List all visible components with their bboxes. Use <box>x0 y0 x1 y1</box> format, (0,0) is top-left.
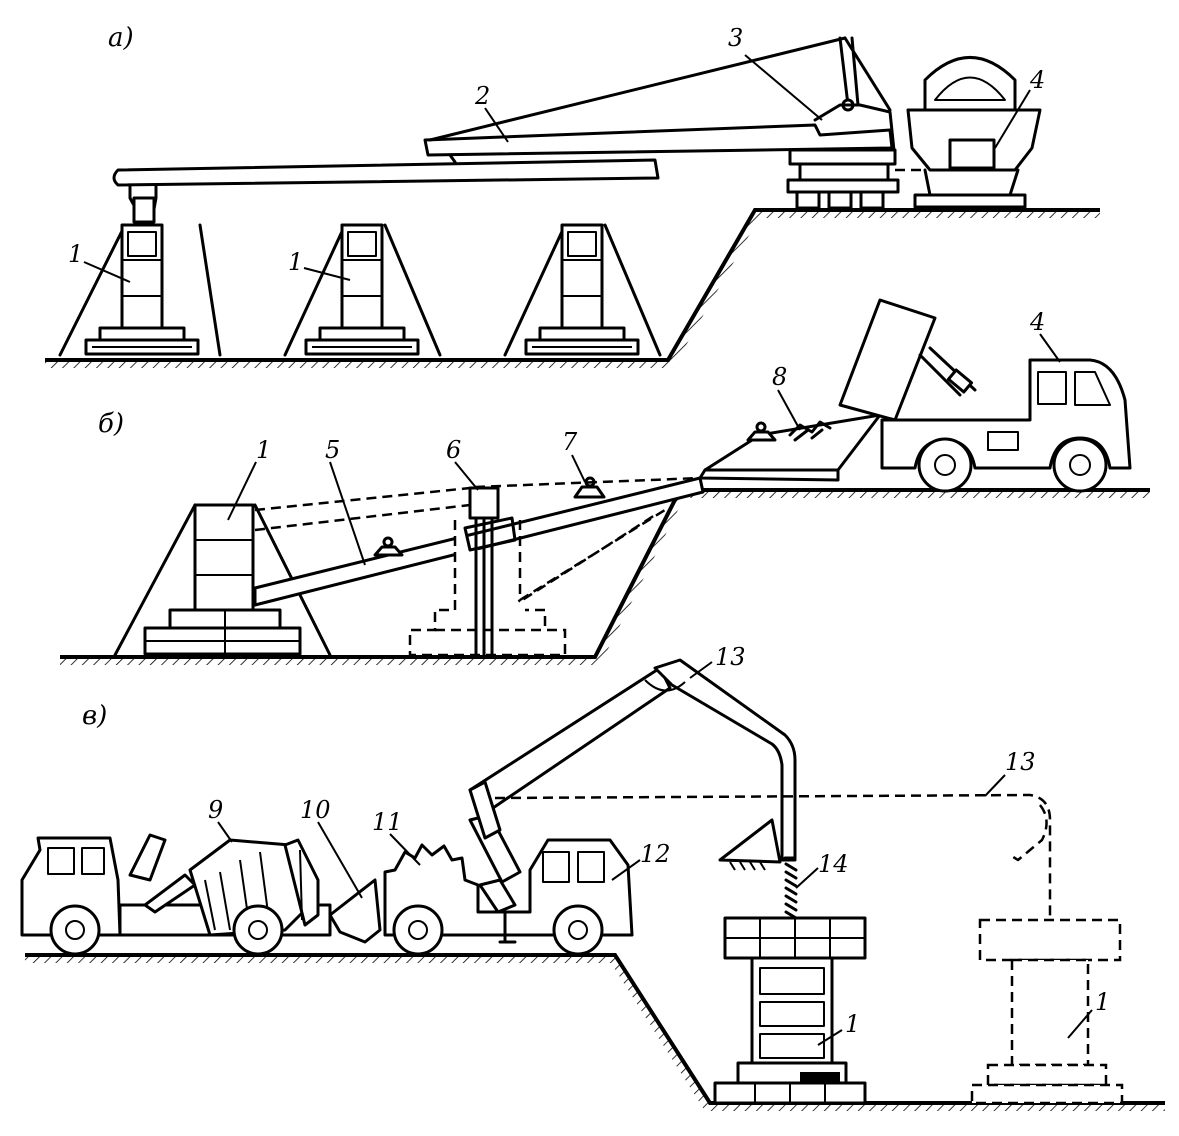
panel-a: а) <box>45 23 1100 368</box>
crane-boom-2 <box>423 36 894 164</box>
panel-c-label: в) <box>82 701 107 731</box>
panel-a-ground <box>45 208 1100 368</box>
pier-c-dashed <box>970 918 1124 1105</box>
callout-a-2: 2 <box>474 82 490 110</box>
callout-c-1-solid: 1 <box>845 1010 860 1038</box>
pier-middle <box>283 223 442 357</box>
callout-b-5: 5 <box>325 436 340 464</box>
machine-4 <box>895 56 1042 209</box>
panel-c-ground <box>25 953 1165 1111</box>
conveyor-alt-dashed <box>254 476 701 657</box>
callout-b-1: 1 <box>256 436 271 464</box>
callout-a-1-left: 1 <box>68 240 83 268</box>
tower-6 <box>463 486 517 657</box>
hopper-8 <box>698 413 882 482</box>
dump-truck-4 <box>838 298 1132 493</box>
panel-a-callouts: 1 1 2 3 4 <box>68 24 1045 283</box>
placing-boom-13 <box>468 658 798 936</box>
callout-a-1-mid: 1 <box>288 248 303 276</box>
panel-b: б) <box>60 298 1150 665</box>
pump-truck-11-12 <box>383 813 634 956</box>
panel-c-callouts: 9 10 11 12 13 13 14 1 1 <box>208 643 1110 1046</box>
panel-b-ground <box>60 488 1150 665</box>
callout-b-4: 4 <box>1029 308 1045 336</box>
panel-b-callouts: 1 5 6 7 8 4 <box>227 308 1061 566</box>
callout-a-3: 3 <box>728 24 743 52</box>
callout-c-10: 10 <box>300 796 331 824</box>
callout-a-4: 4 <box>1029 66 1045 94</box>
panel-b-label: б) <box>98 409 124 439</box>
callout-c-13-solid: 13 <box>715 643 746 671</box>
panel-a-label: а) <box>108 23 134 53</box>
long-boom <box>112 158 660 224</box>
callout-c-14: 14 <box>818 850 849 878</box>
conveyor-5 <box>253 476 705 607</box>
pier-c-solid <box>713 916 867 1105</box>
crane-mast-3 <box>786 36 900 210</box>
pier-right <box>503 223 662 357</box>
callout-b-6: 6 <box>446 436 461 464</box>
callout-b-8: 8 <box>772 363 787 391</box>
pier-b <box>113 503 332 657</box>
callout-c-13-dashed: 13 <box>1005 748 1036 776</box>
callout-c-11: 11 <box>372 808 403 836</box>
pier-left <box>58 223 222 357</box>
callout-b-7: 7 <box>562 428 578 456</box>
callout-c-1-dashed: 1 <box>1095 988 1110 1016</box>
mixer-truck-9 <box>20 833 382 956</box>
panel-c: в) <box>20 643 1165 1111</box>
callout-c-12: 12 <box>640 840 671 868</box>
callout-c-9: 9 <box>208 796 223 824</box>
placing-boom-13-dashed <box>494 793 1052 945</box>
